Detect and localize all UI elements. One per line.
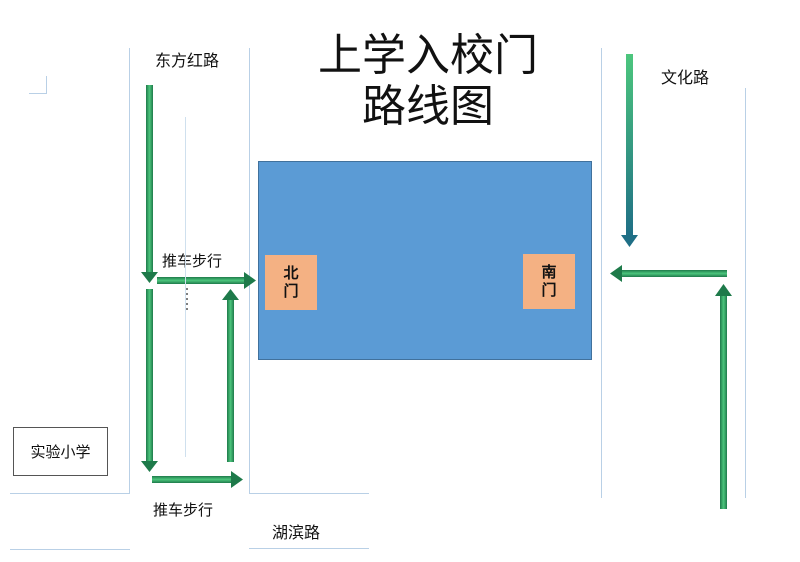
hubin-road-top-edge	[249, 493, 369, 494]
road-label-dongfanghong: 东方红路	[155, 51, 220, 70]
north-gate-char-2: 门	[283, 281, 299, 300]
wenhua-road-left-edge	[601, 48, 602, 498]
page-corner-mark-vertical	[46, 76, 47, 94]
page-corner-mark	[29, 93, 46, 94]
hubin-road-bottom-edge	[249, 548, 369, 549]
arrow-up-near-north-gate	[222, 289, 239, 462]
bottom-road-edge-left-1	[10, 493, 130, 494]
dongfanghong-road-left-edge	[129, 48, 130, 493]
north-gate-char-1: 北	[283, 264, 299, 283]
arrow-down-dongfanghong-upper	[141, 85, 158, 283]
wenhua-road-right-edge	[745, 88, 746, 498]
diagram-title-line2: 路线图	[362, 81, 494, 132]
center-dashed-line	[185, 117, 188, 457]
arrow-left-to-south-gate	[610, 265, 727, 282]
road-label-wenhua: 文化路	[661, 68, 710, 87]
walk-label-bottom: 推车步行	[153, 501, 214, 519]
experimental-primary-school: 实验小学	[13, 427, 108, 476]
south-gate-char-2: 门	[541, 280, 557, 299]
arrow-right-bottom	[152, 471, 243, 488]
bottom-road-edge-left-2	[10, 549, 130, 550]
south-gate-char-1: 南	[541, 263, 557, 282]
arrow-up-wenhua	[715, 284, 732, 509]
arrow-right-to-north-gate	[157, 272, 256, 289]
arrow-down-wenhua	[621, 54, 638, 247]
south-gate: 南 门	[523, 254, 575, 309]
diagram-title-line1: 上学入校门	[318, 30, 538, 81]
road-label-hubin: 湖滨路	[272, 523, 321, 542]
north-gate: 北 门	[265, 255, 317, 310]
arrow-down-dongfanghong-lower	[141, 289, 158, 472]
dongfanghong-road-right-edge	[249, 48, 250, 493]
walk-label-top: 推车步行	[162, 252, 223, 270]
